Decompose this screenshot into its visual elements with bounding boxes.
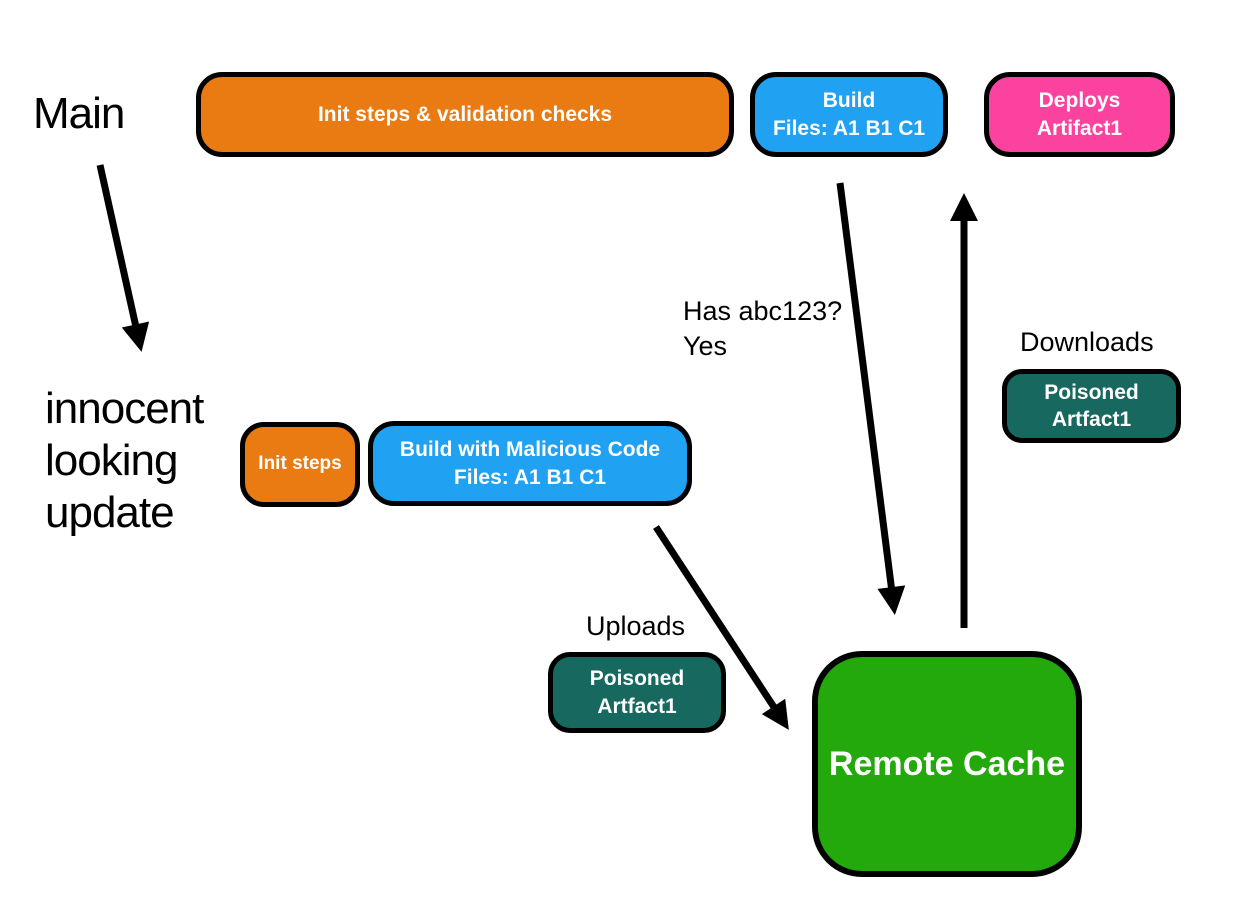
label-has-abc123: Has abc123? Yes [683,296,843,362]
node-remote-cache: Remote Cache [812,651,1082,877]
node-build-with-malicious-code: Build with Malicious Code Files: A1 B1 C… [368,421,692,506]
node-init-steps: Init steps [240,422,360,507]
node-deploys-artifact1: Deploys Artifact1 [984,72,1175,157]
label-downloads: Downloads [1020,327,1154,357]
node-init-steps-validation-checks: Init steps & validation checks [196,72,734,157]
label-uploads: Uploads [586,611,686,641]
node-build: Build Files: A1 B1 C1 [750,72,948,157]
node-poisoned-artifact-upload: Poisoned Artfact1 [548,652,726,733]
branch-label-main: Main [33,89,125,138]
node-poisoned-artifact-download: Poisoned Artfact1 [1002,369,1181,443]
branch-label-innocent-update: innocent looking update [45,384,204,537]
arrow-build-to-remote-cache [836,182,906,615]
arrow-main-to-update [96,164,150,352]
